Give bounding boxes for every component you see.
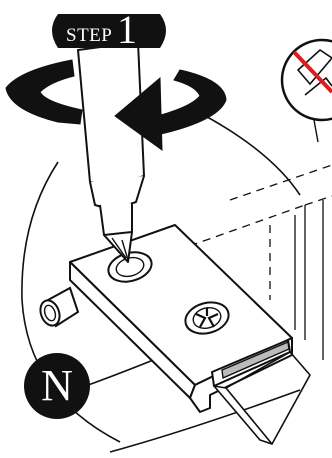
part-badge-letter: N (33, 364, 81, 408)
side-pin (37, 288, 78, 328)
no-power-drill-icon (282, 40, 332, 142)
step-badge-word: STEP (66, 25, 112, 47)
step-badge-number: 1 (117, 10, 137, 50)
metal-bracket (70, 225, 310, 444)
screwdriver-icon (78, 42, 144, 262)
